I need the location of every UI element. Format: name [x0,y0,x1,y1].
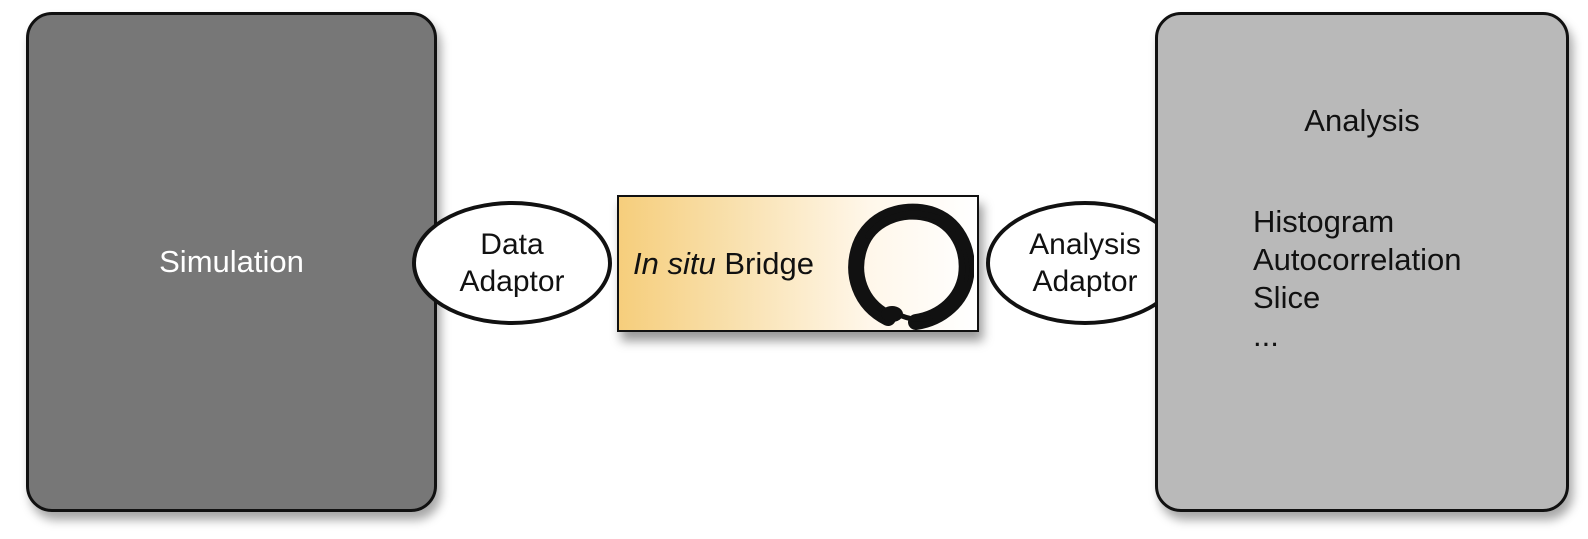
enso-circle-icon [848,203,974,330]
analysis-adaptor-line2: Adaptor [1032,265,1138,298]
bridge-label-italic: In situ [633,246,716,281]
simulation-label: Simulation [159,244,304,279]
analysis-box: Analysis Histogram Autocorrelation Slice… [1155,12,1569,512]
analysis-adaptor-ellipse: Analysis Adaptor [986,201,1184,325]
bridge-label-rest: Bridge [715,246,814,281]
analysis-item-slice: Slice [1253,280,1321,315]
simulation-box: Simulation [26,12,437,512]
data-adaptor-line1: Data [480,228,544,261]
in-situ-bridge-box: In situ Bridge [617,195,979,332]
analysis-item-autocorrelation: Autocorrelation [1253,242,1462,277]
analysis-item-ellipsis: ... [1253,318,1279,353]
analysis-item-histogram: Histogram [1253,204,1395,239]
analysis-title: Analysis [1304,103,1420,138]
bridge-label: In situ Bridge [633,246,814,282]
data-adaptor-ellipse: Data Adaptor [412,201,612,325]
data-adaptor-line2: Adaptor [459,265,565,298]
analysis-list: Histogram Autocorrelation Slice ... [1253,203,1462,355]
data-adaptor-label: Data Adaptor [459,226,564,300]
analysis-adaptor-label: Analysis Adaptor [1029,226,1141,300]
analysis-adaptor-line1: Analysis [1029,228,1141,261]
